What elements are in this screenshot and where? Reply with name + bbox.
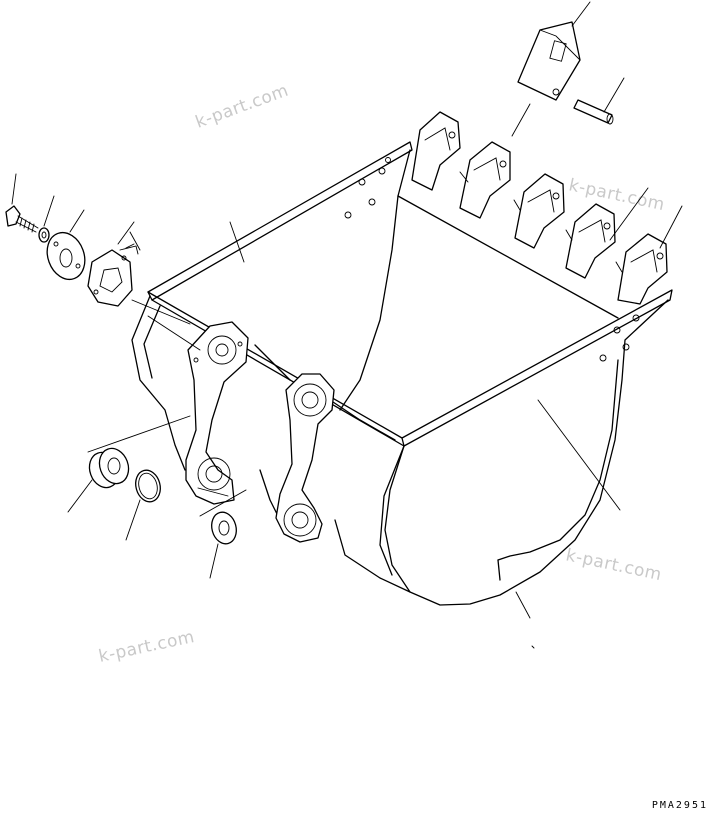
tooth <box>565 203 616 279</box>
tooth-point <box>517 21 581 101</box>
watermark: k-part.com <box>567 175 667 215</box>
watermark: k-part.com <box>564 545 664 585</box>
watermark: k-part.com <box>97 627 197 667</box>
tooth <box>459 141 511 219</box>
adapter-links <box>459 171 623 273</box>
tooth <box>617 233 668 305</box>
watermark: k-part.com <box>193 81 292 133</box>
bolt <box>5 205 39 233</box>
spacer <box>211 511 237 545</box>
link-plate <box>185 321 249 505</box>
hub <box>46 231 86 281</box>
leader-lines <box>11 1 683 649</box>
o-ring <box>135 469 161 503</box>
shim-plate <box>87 245 139 307</box>
tooth <box>514 173 565 249</box>
bushing <box>88 447 130 489</box>
tooth-pin <box>573 99 614 125</box>
link-plate <box>275 373 335 543</box>
tooth <box>411 111 461 191</box>
drawing-code: PMA2951 <box>651 800 708 811</box>
washer <box>38 227 50 243</box>
